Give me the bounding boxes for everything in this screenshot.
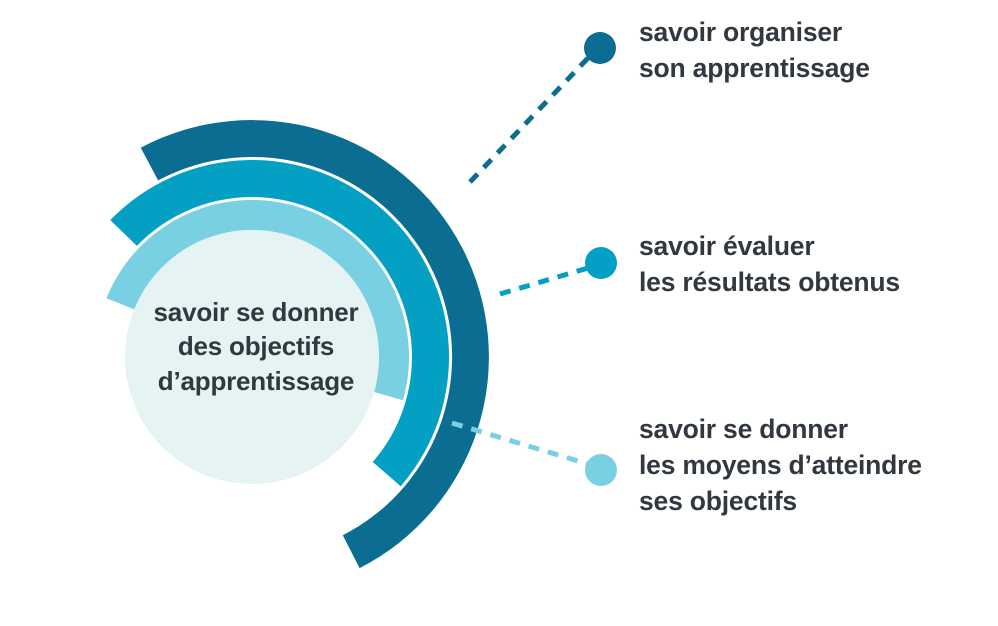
callout-2-label: savoir évaluer les résultats obtenus (639, 228, 900, 300)
callout-3-label-line-3: ses objectifs (639, 486, 797, 517)
center-label: savoir se donner des objectifs d’apprent… (130, 295, 382, 398)
center-disc (125, 230, 379, 484)
callout-1-label: savoir organiser son apprentissage (639, 14, 870, 86)
outer-ring-arc[interactable] (140, 120, 489, 569)
inner-ring-arc[interactable] (106, 199, 410, 401)
callout-3-label-line-2: les moyens d’atteindre (639, 450, 922, 481)
callout-1-dot[interactable] (584, 32, 616, 64)
callout-2-connector (499, 265, 589, 297)
callout-2-label-line-2: les résultats obtenus (639, 267, 900, 298)
center-label-line-1: savoir se donner (153, 297, 359, 327)
callout-1-label-line-1: savoir organiser (639, 17, 843, 47)
callout-1-label-line-2: son apprentissage (639, 53, 870, 84)
center-label-line-3: d’apprentissage (157, 365, 355, 396)
center-label-line-2: des objectifs (177, 331, 335, 362)
callout-3-dot[interactable] (585, 454, 617, 486)
callout-3-label: savoir se donner les moyens d’atteindre … (639, 411, 922, 519)
middle-ring-arc[interactable] (110, 159, 450, 487)
callout-3-connector (451, 420, 589, 467)
callout-2-dot[interactable] (585, 247, 617, 279)
callout-2-label-line-1: savoir évaluer (639, 231, 815, 261)
callout-1-connector (468, 56, 590, 184)
callout-3-label-line-1: savoir se donner (639, 414, 848, 444)
